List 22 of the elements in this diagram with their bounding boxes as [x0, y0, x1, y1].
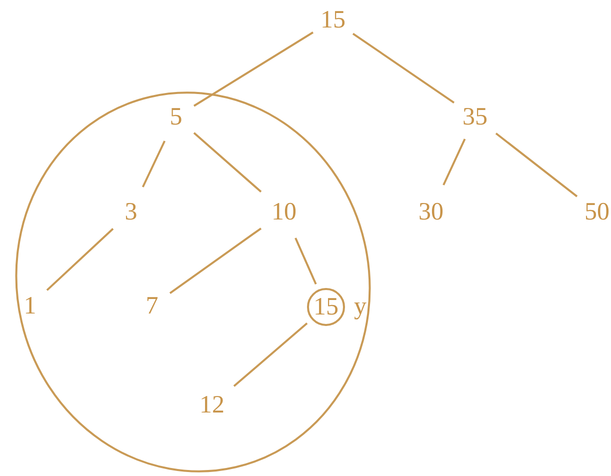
tree-branch [495, 132, 578, 198]
node-value: 15 [314, 294, 338, 320]
tree-branch [193, 132, 262, 193]
node-value: 7 [146, 294, 158, 318]
tree-branch [442, 138, 466, 186]
tree-branch [352, 32, 455, 104]
node-value: 50 [584, 200, 610, 224]
tree-branch [142, 140, 166, 188]
node-value: 10 [272, 200, 296, 224]
node-value: 5 [170, 104, 182, 130]
tree-branch [294, 238, 317, 285]
tree-branch [169, 228, 262, 294]
tree-branch [193, 32, 314, 107]
node-value: 12 [200, 392, 224, 418]
tree-branch [46, 228, 114, 291]
node-annotation: y [354, 294, 366, 319]
node-value: 1 [24, 294, 36, 318]
node-value: 15 [320, 8, 346, 32]
node-value: 30 [418, 200, 444, 224]
node-value: 3 [124, 200, 138, 224]
tree-branch [233, 322, 308, 387]
node-value: 35 [462, 104, 488, 130]
